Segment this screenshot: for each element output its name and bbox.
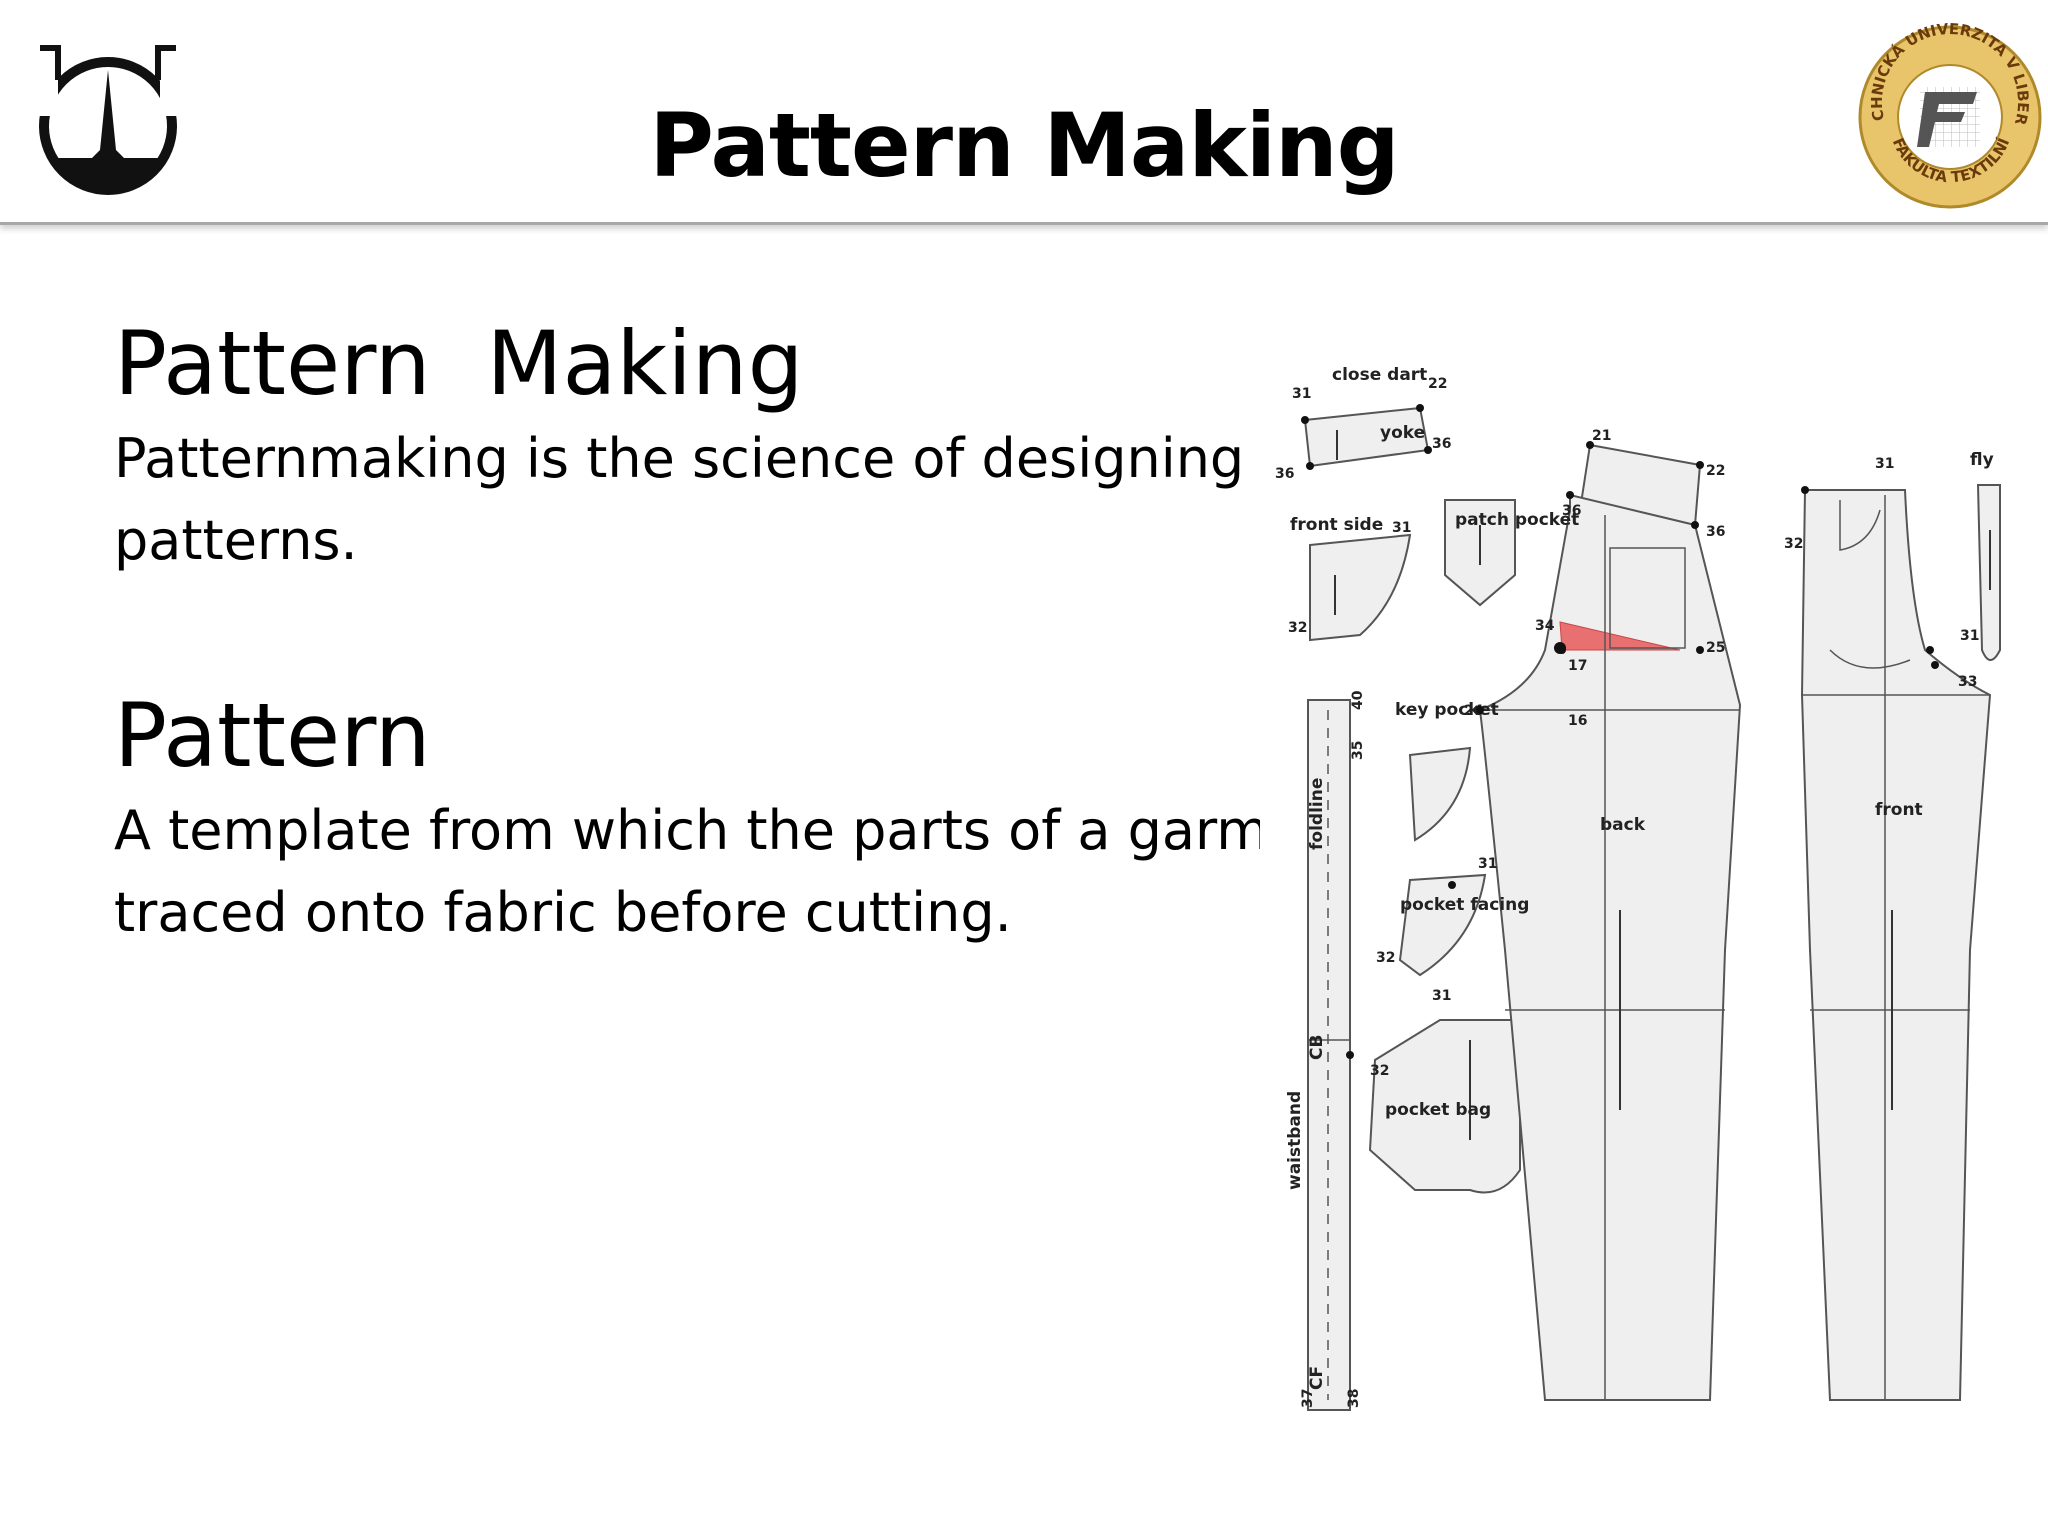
- back-leg-piece: [1478, 493, 1742, 1401]
- point-number: 35: [1350, 741, 1366, 760]
- point-number: 38: [1346, 1389, 1362, 1408]
- point-number: 31: [1478, 856, 1497, 872]
- point-number: 22: [1706, 463, 1725, 479]
- point-number: 36: [1706, 524, 1725, 540]
- pocket-bag-piece: [1368, 1019, 1521, 1194]
- point-number: 31: [1292, 386, 1311, 402]
- point-number: 36: [1275, 466, 1294, 482]
- point-number: 31: [1875, 456, 1894, 472]
- trouser-pattern-diagram: close dart yoke front side patch pocket …: [1275, 365, 2001, 1411]
- label-back: back: [1600, 815, 1646, 835]
- point-number: 33: [1958, 674, 1977, 690]
- point-number: 34: [1535, 618, 1555, 634]
- point-number: 31: [1960, 628, 1979, 644]
- label-fly: fly: [1970, 450, 1994, 470]
- page-title: Pattern Making: [649, 94, 1399, 197]
- point-number: 25: [1706, 640, 1725, 656]
- label-cb: CB: [1307, 1035, 1327, 1060]
- point-number: 31: [1392, 520, 1411, 536]
- point-number: 40: [1350, 690, 1366, 710]
- point-number: 32: [1288, 620, 1307, 636]
- label-foldline: foldline: [1307, 778, 1327, 850]
- front-side-piece: [1309, 533, 1412, 642]
- definition-line-2: patterns.: [114, 509, 358, 572]
- label-front: front: [1875, 800, 1923, 820]
- point-number: 31: [1432, 988, 1451, 1004]
- point-number: 21: [1592, 428, 1611, 444]
- label-pocket-facing: pocket facing: [1400, 895, 1529, 915]
- pocket-facing-piece: [1398, 873, 1487, 977]
- section-heading-pattern-making: Pattern Making: [114, 312, 804, 415]
- point-number: 37: [1300, 1389, 1316, 1408]
- point-number: 32: [1376, 950, 1395, 966]
- label-cf: CF: [1307, 1366, 1327, 1390]
- point-number: 36: [1432, 436, 1451, 452]
- slide-body: Pattern Making Patternmaking is the scie…: [114, 310, 1260, 1070]
- pattern-definition-line-2: traced onto fabric before cutting.: [114, 881, 1012, 944]
- label-front-side: front side: [1290, 515, 1383, 535]
- point-number: 32: [1370, 1063, 1389, 1079]
- definition-line-1: Patternmaking is the science of designin…: [114, 427, 1245, 490]
- label-yoke: yoke: [1380, 423, 1425, 443]
- front-leg-piece: [1800, 489, 1992, 1401]
- slide-header: Pattern Making TECHNICKÁ UNIVERZITA V LI…: [0, 0, 2048, 225]
- pattern-definition-line-1: A template from which the parts of a gar…: [114, 799, 1260, 862]
- label-key-pocket: key pocket: [1395, 700, 1499, 720]
- university-logo-icon: [38, 45, 180, 195]
- label-pocket-bag: pocket bag: [1385, 1100, 1491, 1120]
- point-number: 32: [1784, 536, 1803, 552]
- label-close-dart: close dart: [1332, 365, 1427, 385]
- label-waistband: waistband: [1285, 1091, 1305, 1190]
- label-patch-pocket: patch pocket: [1455, 510, 1579, 530]
- faculty-seal-icon: TECHNICKÁ UNIVERZITA V LIBERCI FAKULTA T…: [1855, 12, 2042, 209]
- point-number: 36: [1562, 503, 1581, 519]
- point-number: 22: [1428, 376, 1447, 392]
- point-number: 17: [1568, 658, 1587, 674]
- section-heading-pattern: Pattern: [114, 684, 431, 787]
- key-pocket-piece: [1408, 746, 1472, 842]
- dart-highlight: [1559, 621, 1681, 651]
- point-number: 16: [1568, 713, 1587, 729]
